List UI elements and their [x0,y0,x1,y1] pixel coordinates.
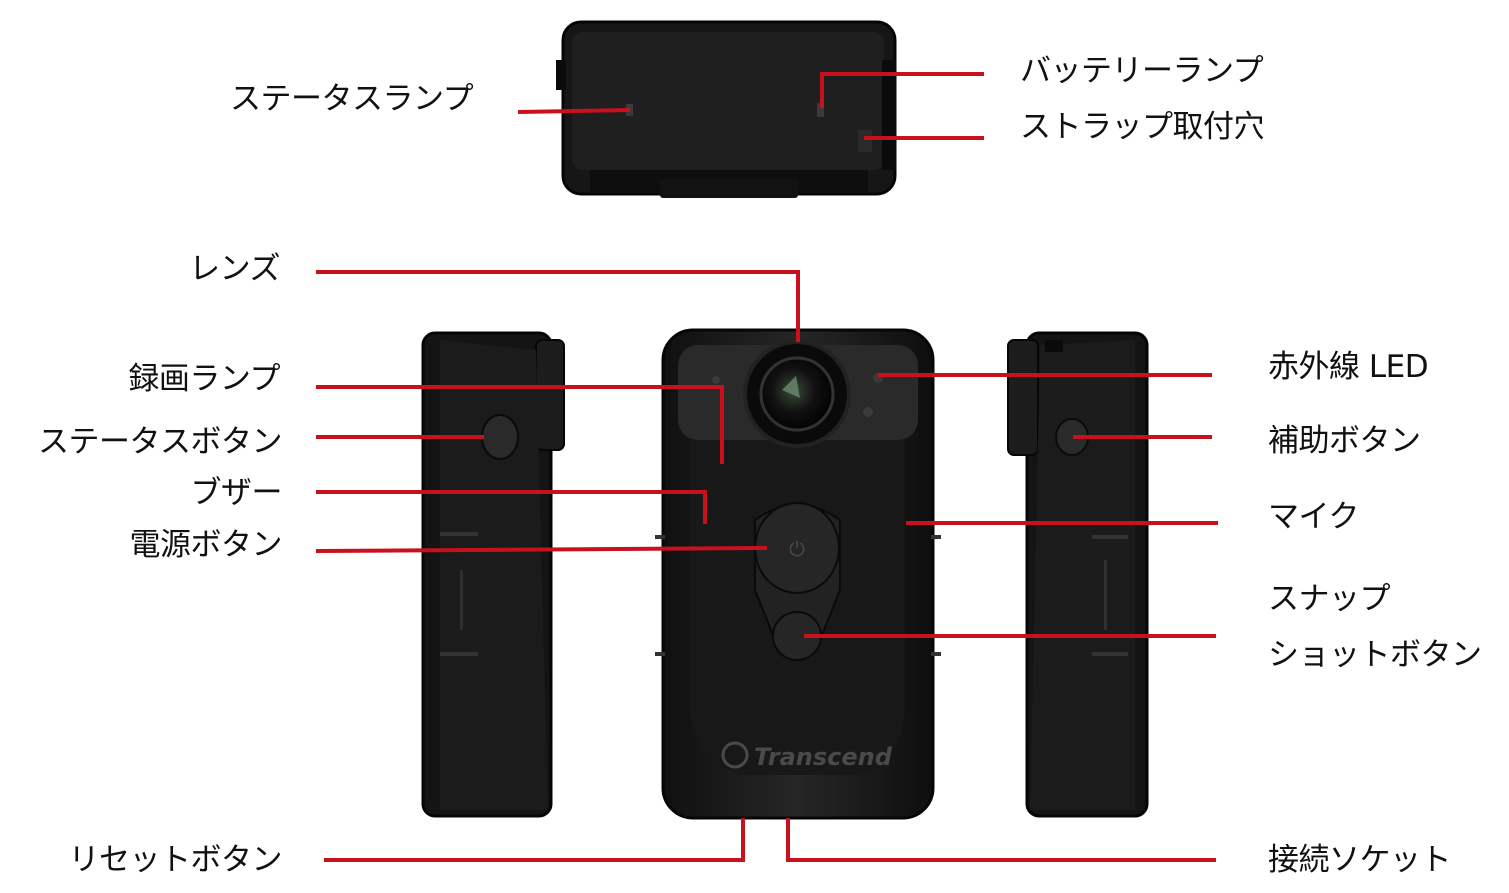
camera-left-side-view [421,331,565,818]
leader-record-lamp [316,385,724,464]
label-snapshot-line1: スナップ [1268,581,1391,617]
label-snapshot-line2: ショットボタン [1268,637,1482,673]
label-reset-button: リセットボタン [68,842,283,878]
label-record-lamp: 録画ランプ [128,361,280,397]
leader-lens [316,270,800,342]
camera-front-view: ⏻ Transcend [655,328,941,820]
brand-logo: Transcend [721,741,893,771]
label-connection-socket: 接続ソケット [1268,842,1452,878]
label-aux-button: 補助ボタン [1268,423,1421,459]
leader-status-lamp [517,107,631,115]
leader-reset-button [324,818,745,862]
record-lamp [712,376,720,384]
label-battery-lamp: バッテリーランプ [1020,53,1264,89]
label-infrared-led: 赤外線 LED [1268,349,1429,385]
camera-top-view [556,20,897,198]
power-icon: ⏻ [789,537,805,561]
leader-connection-socket [786,818,1216,862]
label-strap-hole: ストラップ取付穴 [1020,109,1265,145]
strap-hole [858,130,872,152]
leader-power-button [315,545,768,554]
label-lens: レンズ [189,251,280,287]
label-buzzer: ブザー [190,475,283,511]
leader-buzzer [316,490,707,524]
leader-battery-lamp [820,72,984,108]
label-power-button: 電源ボタン [129,527,283,563]
label-mic: マイク [1268,499,1359,535]
label-status-button: ステータスボタン [38,424,283,460]
battery-lamp-indicator [817,103,824,117]
label-status-lamp: ステータスランプ [230,81,474,117]
svg-text:Transcend: Transcend [754,743,893,771]
status-button [481,414,519,460]
camera-right-side-view [1007,331,1149,818]
